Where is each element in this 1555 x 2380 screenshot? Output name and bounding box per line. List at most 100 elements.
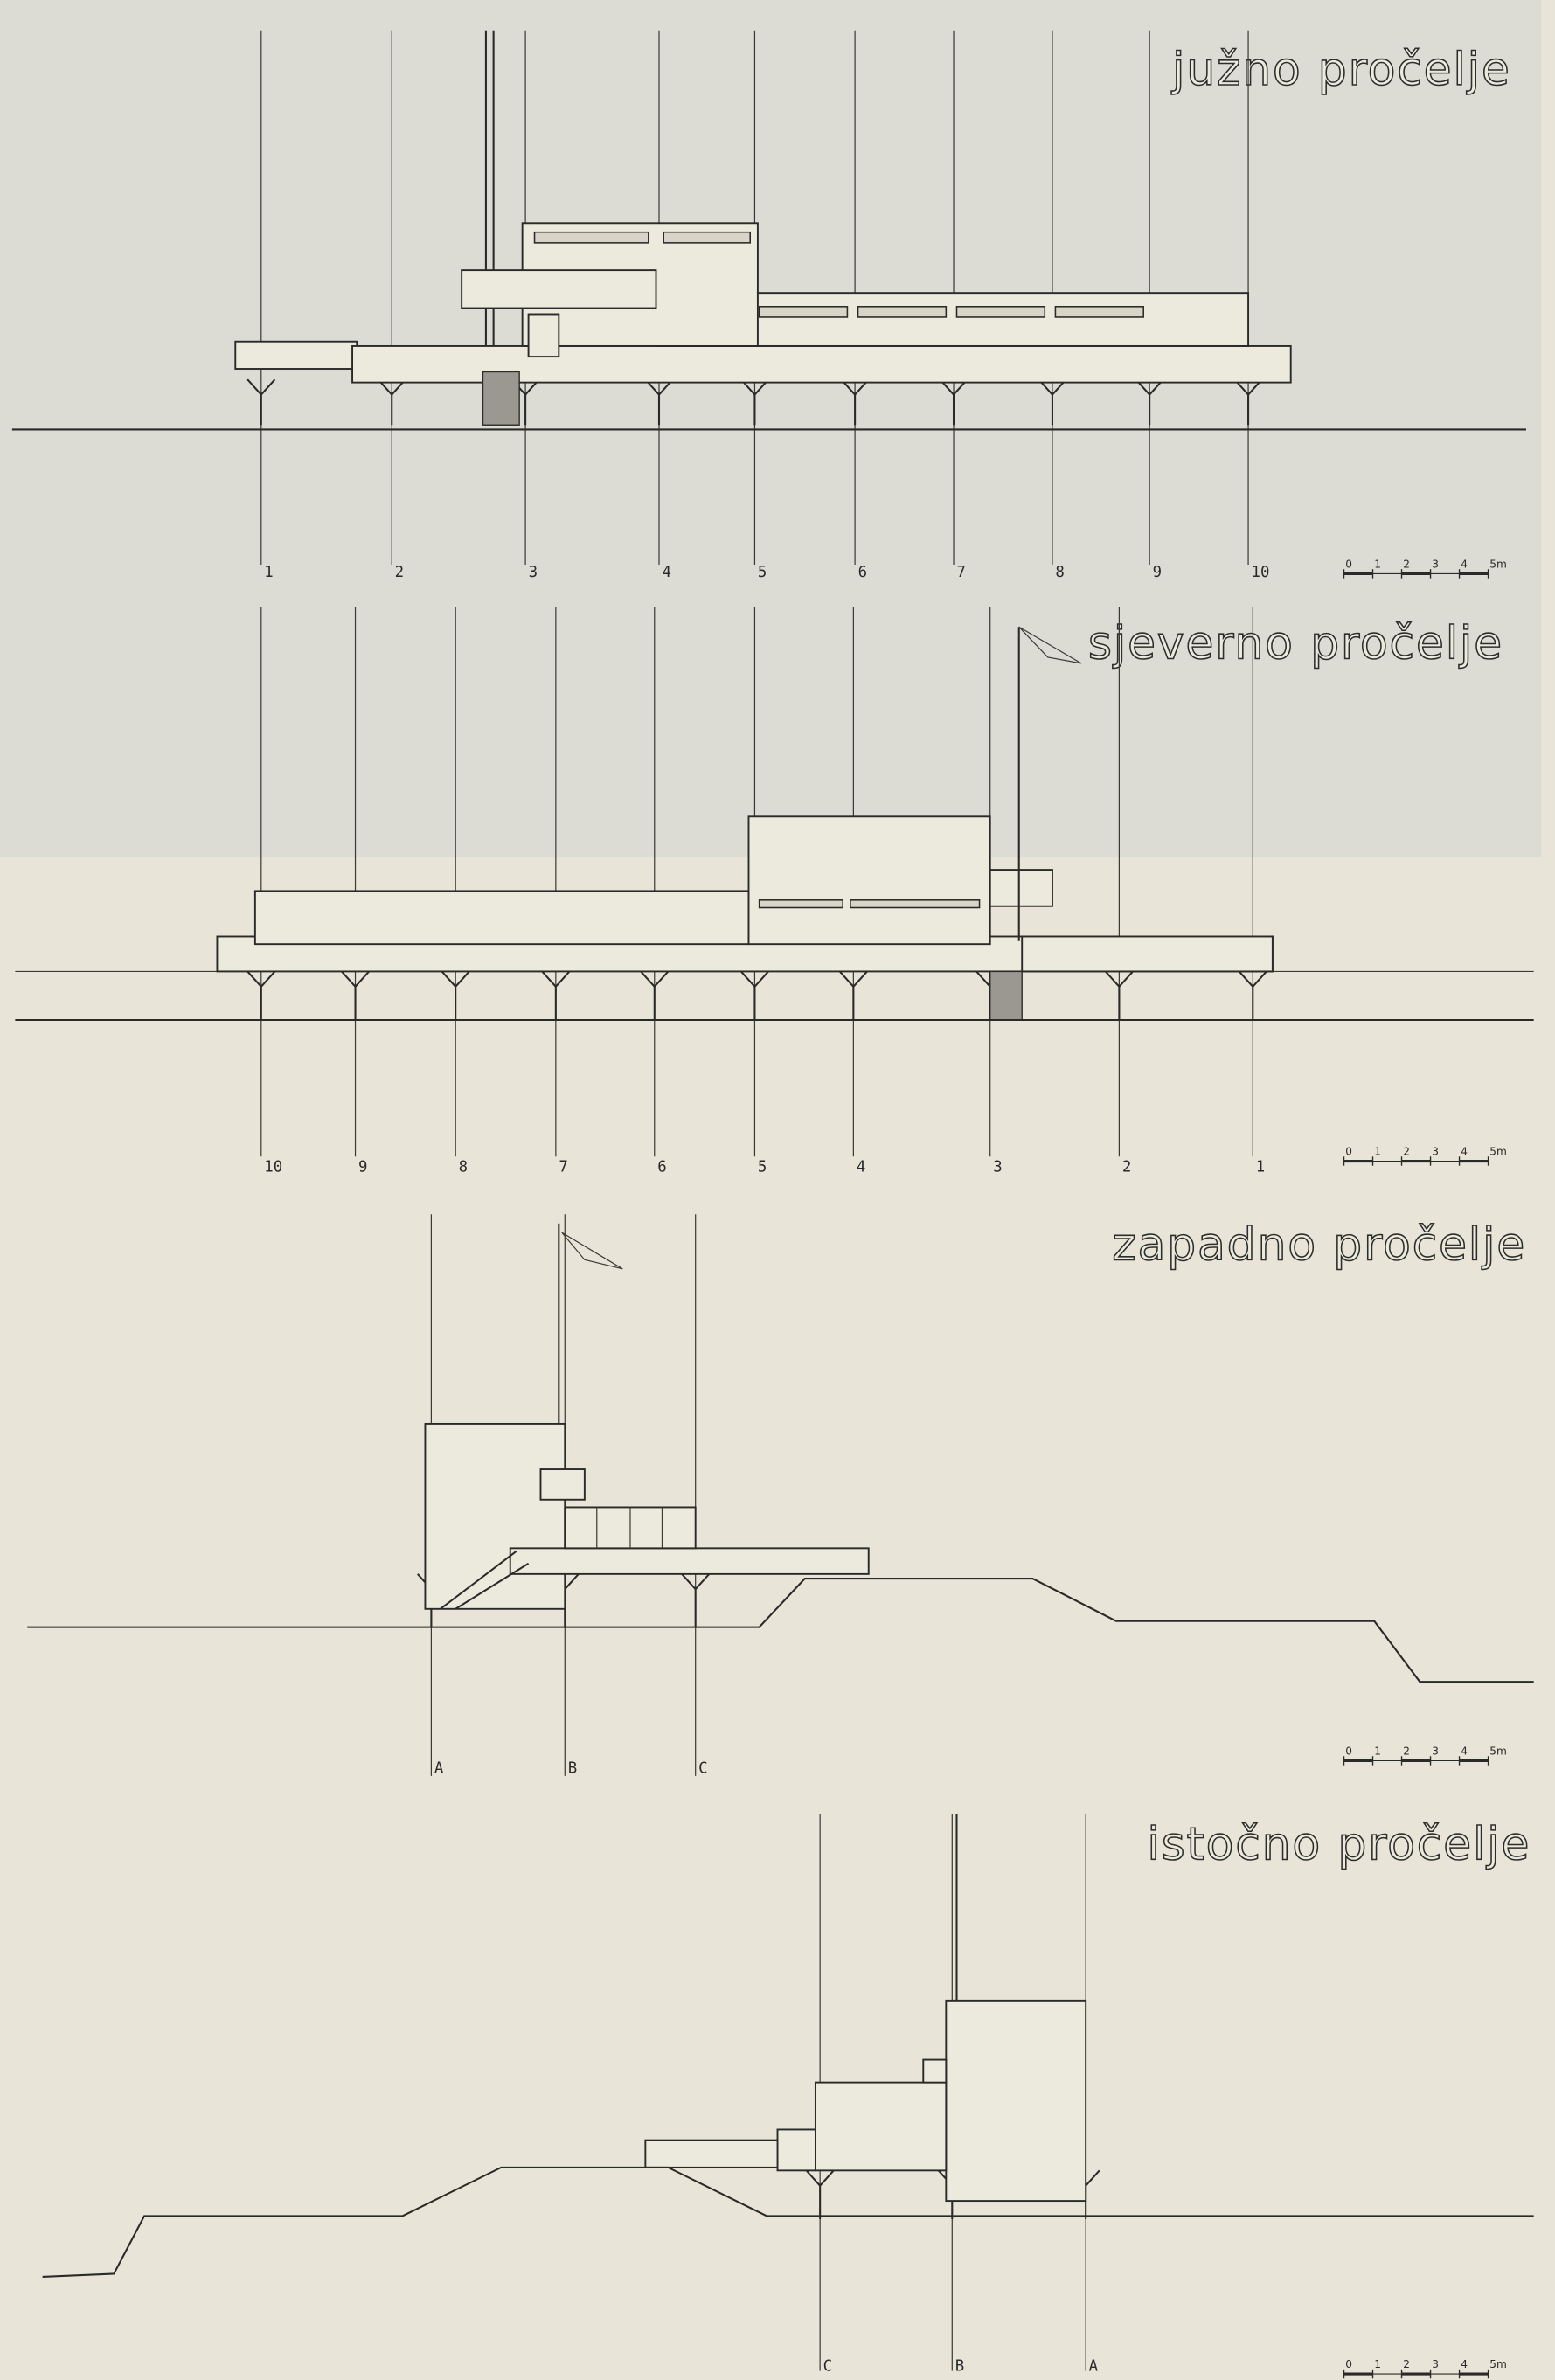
tall-block (424, 1422, 566, 1610)
middle-block (814, 2081, 948, 2172)
grid-axis-label: 4 (857, 1159, 865, 1176)
scale-tick-label: 3 (1432, 1745, 1439, 1758)
column-support (840, 378, 870, 426)
flag-icon (561, 1232, 623, 1270)
scale-tick-label: 1 (1374, 2358, 1381, 2370)
grid-axis-label: 1 (1256, 1159, 1265, 1176)
column-support (838, 970, 868, 1020)
scale-tick-label: 2 (1403, 558, 1410, 570)
grid-axis-label: A (434, 1759, 444, 1777)
cantilever-block (539, 1468, 586, 1501)
cantilever-block (989, 869, 1053, 907)
scale-tick-label: 4 (1461, 558, 1468, 570)
grid-axis-label: 3 (993, 1159, 1002, 1176)
grid-axis-label: A (1089, 2358, 1099, 2376)
grid-axis-label: C (823, 2358, 832, 2376)
column-support (740, 378, 769, 426)
terrain-line (27, 1578, 1534, 1683)
column-support (681, 1573, 711, 1627)
scale-tick-label: 2 (1403, 1745, 1410, 1758)
grid-axis-label: 7 (559, 1159, 567, 1176)
terrain-line (42, 2166, 1534, 2278)
window-strip (758, 306, 849, 318)
title-east-elevation: istočno pročelje (1147, 1818, 1531, 1870)
column-support (640, 970, 670, 1020)
scale-tick-label: 4 (1461, 2358, 1468, 2370)
scale-tick-label: 5m (1489, 1146, 1507, 1158)
grid-axis-label: 3 (529, 564, 538, 581)
deck (509, 1547, 870, 1575)
column-support (1233, 378, 1263, 426)
scale-tick-label: 1 (1374, 558, 1381, 570)
column-support (246, 378, 276, 426)
low-wing (1021, 935, 1274, 973)
scale-tick-label: 2 (1403, 1146, 1410, 1158)
stair (440, 1550, 530, 1610)
grid-axis-label: 8 (459, 1159, 468, 1176)
grid-axis-label: 2 (395, 564, 404, 581)
column-support (441, 970, 470, 1020)
window-strip (955, 306, 1046, 318)
upper-block (747, 815, 991, 946)
column-support (1038, 378, 1067, 426)
grid-axis-label: 6 (858, 564, 867, 581)
scale-tick-label: 1 (1374, 1745, 1381, 1758)
scale-tick-label: 1 (1374, 1146, 1381, 1158)
column-support (341, 970, 370, 1020)
title-north-elevation: sjeverno pročelje (1088, 618, 1503, 670)
scale-bar: 0 1 2 3 4 5m (1343, 1745, 1507, 1766)
grid-axis-label: 7 (957, 564, 966, 581)
scale-tick-label: 4 (1461, 1745, 1468, 1758)
cantilever-deck (644, 2139, 779, 2168)
scale-tick-label: 4 (1461, 1146, 1468, 1158)
flag-icon (1018, 626, 1082, 664)
grid-axis-label: 10 (1252, 564, 1270, 581)
grid-axis-label: 9 (1153, 564, 1162, 581)
column-support (377, 378, 406, 426)
scale-tick-label: 5m (1489, 1745, 1507, 1758)
grid-axis-label: 8 (1055, 564, 1064, 581)
scale-tick-label: 0 (1345, 2358, 1352, 2370)
small-box (922, 2058, 948, 2084)
window-strip (857, 306, 948, 318)
grid-axis-label: B (955, 2358, 964, 2376)
window-strip (1054, 306, 1144, 318)
south-elevation: 1 2 3 4 5 6 7 8 9 10 (11, 30, 1526, 581)
scale-tick-label: 0 (1345, 1745, 1352, 1758)
title-south-elevation: južno pročelje (1171, 44, 1511, 96)
window-strip (663, 231, 752, 244)
grid-axis-label: 4 (662, 564, 670, 581)
column-support (1104, 970, 1134, 1020)
cantilever-block (461, 269, 657, 309)
grid-axis-label: 10 (264, 1159, 282, 1176)
grid-axis-label: 2 (1122, 1159, 1131, 1176)
long-block (253, 890, 750, 946)
window-strip (758, 899, 843, 909)
column-support (939, 378, 968, 426)
window-strip (850, 899, 981, 909)
column-support (1238, 970, 1267, 1020)
scale-tick-label: 3 (1432, 2358, 1439, 2370)
stair (482, 371, 520, 426)
grid-axis-label: 5 (758, 564, 767, 581)
low-wing (234, 340, 358, 370)
tall-block (945, 1999, 1087, 2203)
scale-tick-label: 2 (1403, 2358, 1410, 2370)
column-support (541, 970, 571, 1020)
scale-tick-label: 3 (1432, 558, 1439, 570)
column-support (644, 378, 674, 426)
scale-tick-label: 0 (1345, 558, 1352, 570)
scale-tick-label: 5m (1489, 558, 1507, 570)
column-support (1135, 378, 1164, 426)
low-block (776, 2128, 816, 2172)
grid-axis-label: 5 (758, 1159, 767, 1176)
grid-axis-label: C (698, 1759, 707, 1777)
grid-axis-label: 9 (358, 1159, 367, 1176)
door (527, 313, 560, 358)
